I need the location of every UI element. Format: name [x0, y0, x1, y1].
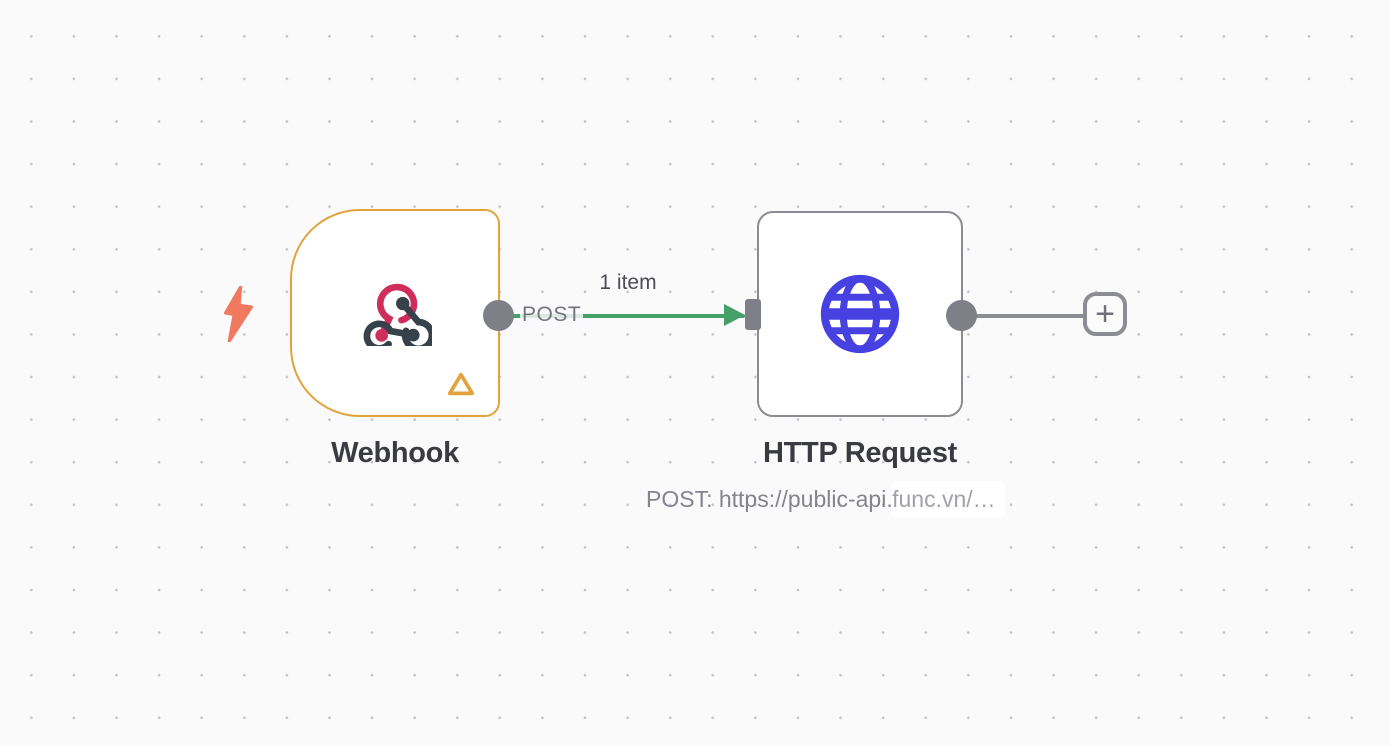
warning-triangle-icon — [447, 372, 475, 396]
node-title-webhook: Webhook — [331, 437, 459, 469]
webhook-icon — [363, 283, 432, 346]
node-subtitle-base: POST: https://public-api.f — [646, 486, 900, 512]
webhook-output-connector[interactable] — [483, 300, 514, 331]
node-http-request[interactable] — [757, 211, 963, 417]
connection-line[interactable] — [512, 314, 745, 318]
connection-items-label: 1 item — [599, 271, 657, 294]
http-input-connector[interactable] — [745, 299, 761, 330]
trigger-lightning-icon — [223, 286, 254, 342]
connection-arrowhead-icon — [724, 304, 745, 326]
node-subtitle-overlay: func.vn/… — [891, 481, 1005, 518]
add-node-button[interactable]: + — [1083, 292, 1127, 336]
http-output-connector[interactable] — [946, 300, 977, 331]
next-node-wire — [961, 314, 1086, 318]
node-webhook[interactable] — [290, 209, 500, 417]
globe-icon — [820, 274, 900, 354]
node-subtitle-http-request: POST: https://public-api.f func.vn/… — [646, 481, 1005, 518]
webhook-endpoint-label: POST — [520, 301, 584, 328]
node-title-http-request: HTTP Request — [762, 437, 958, 469]
